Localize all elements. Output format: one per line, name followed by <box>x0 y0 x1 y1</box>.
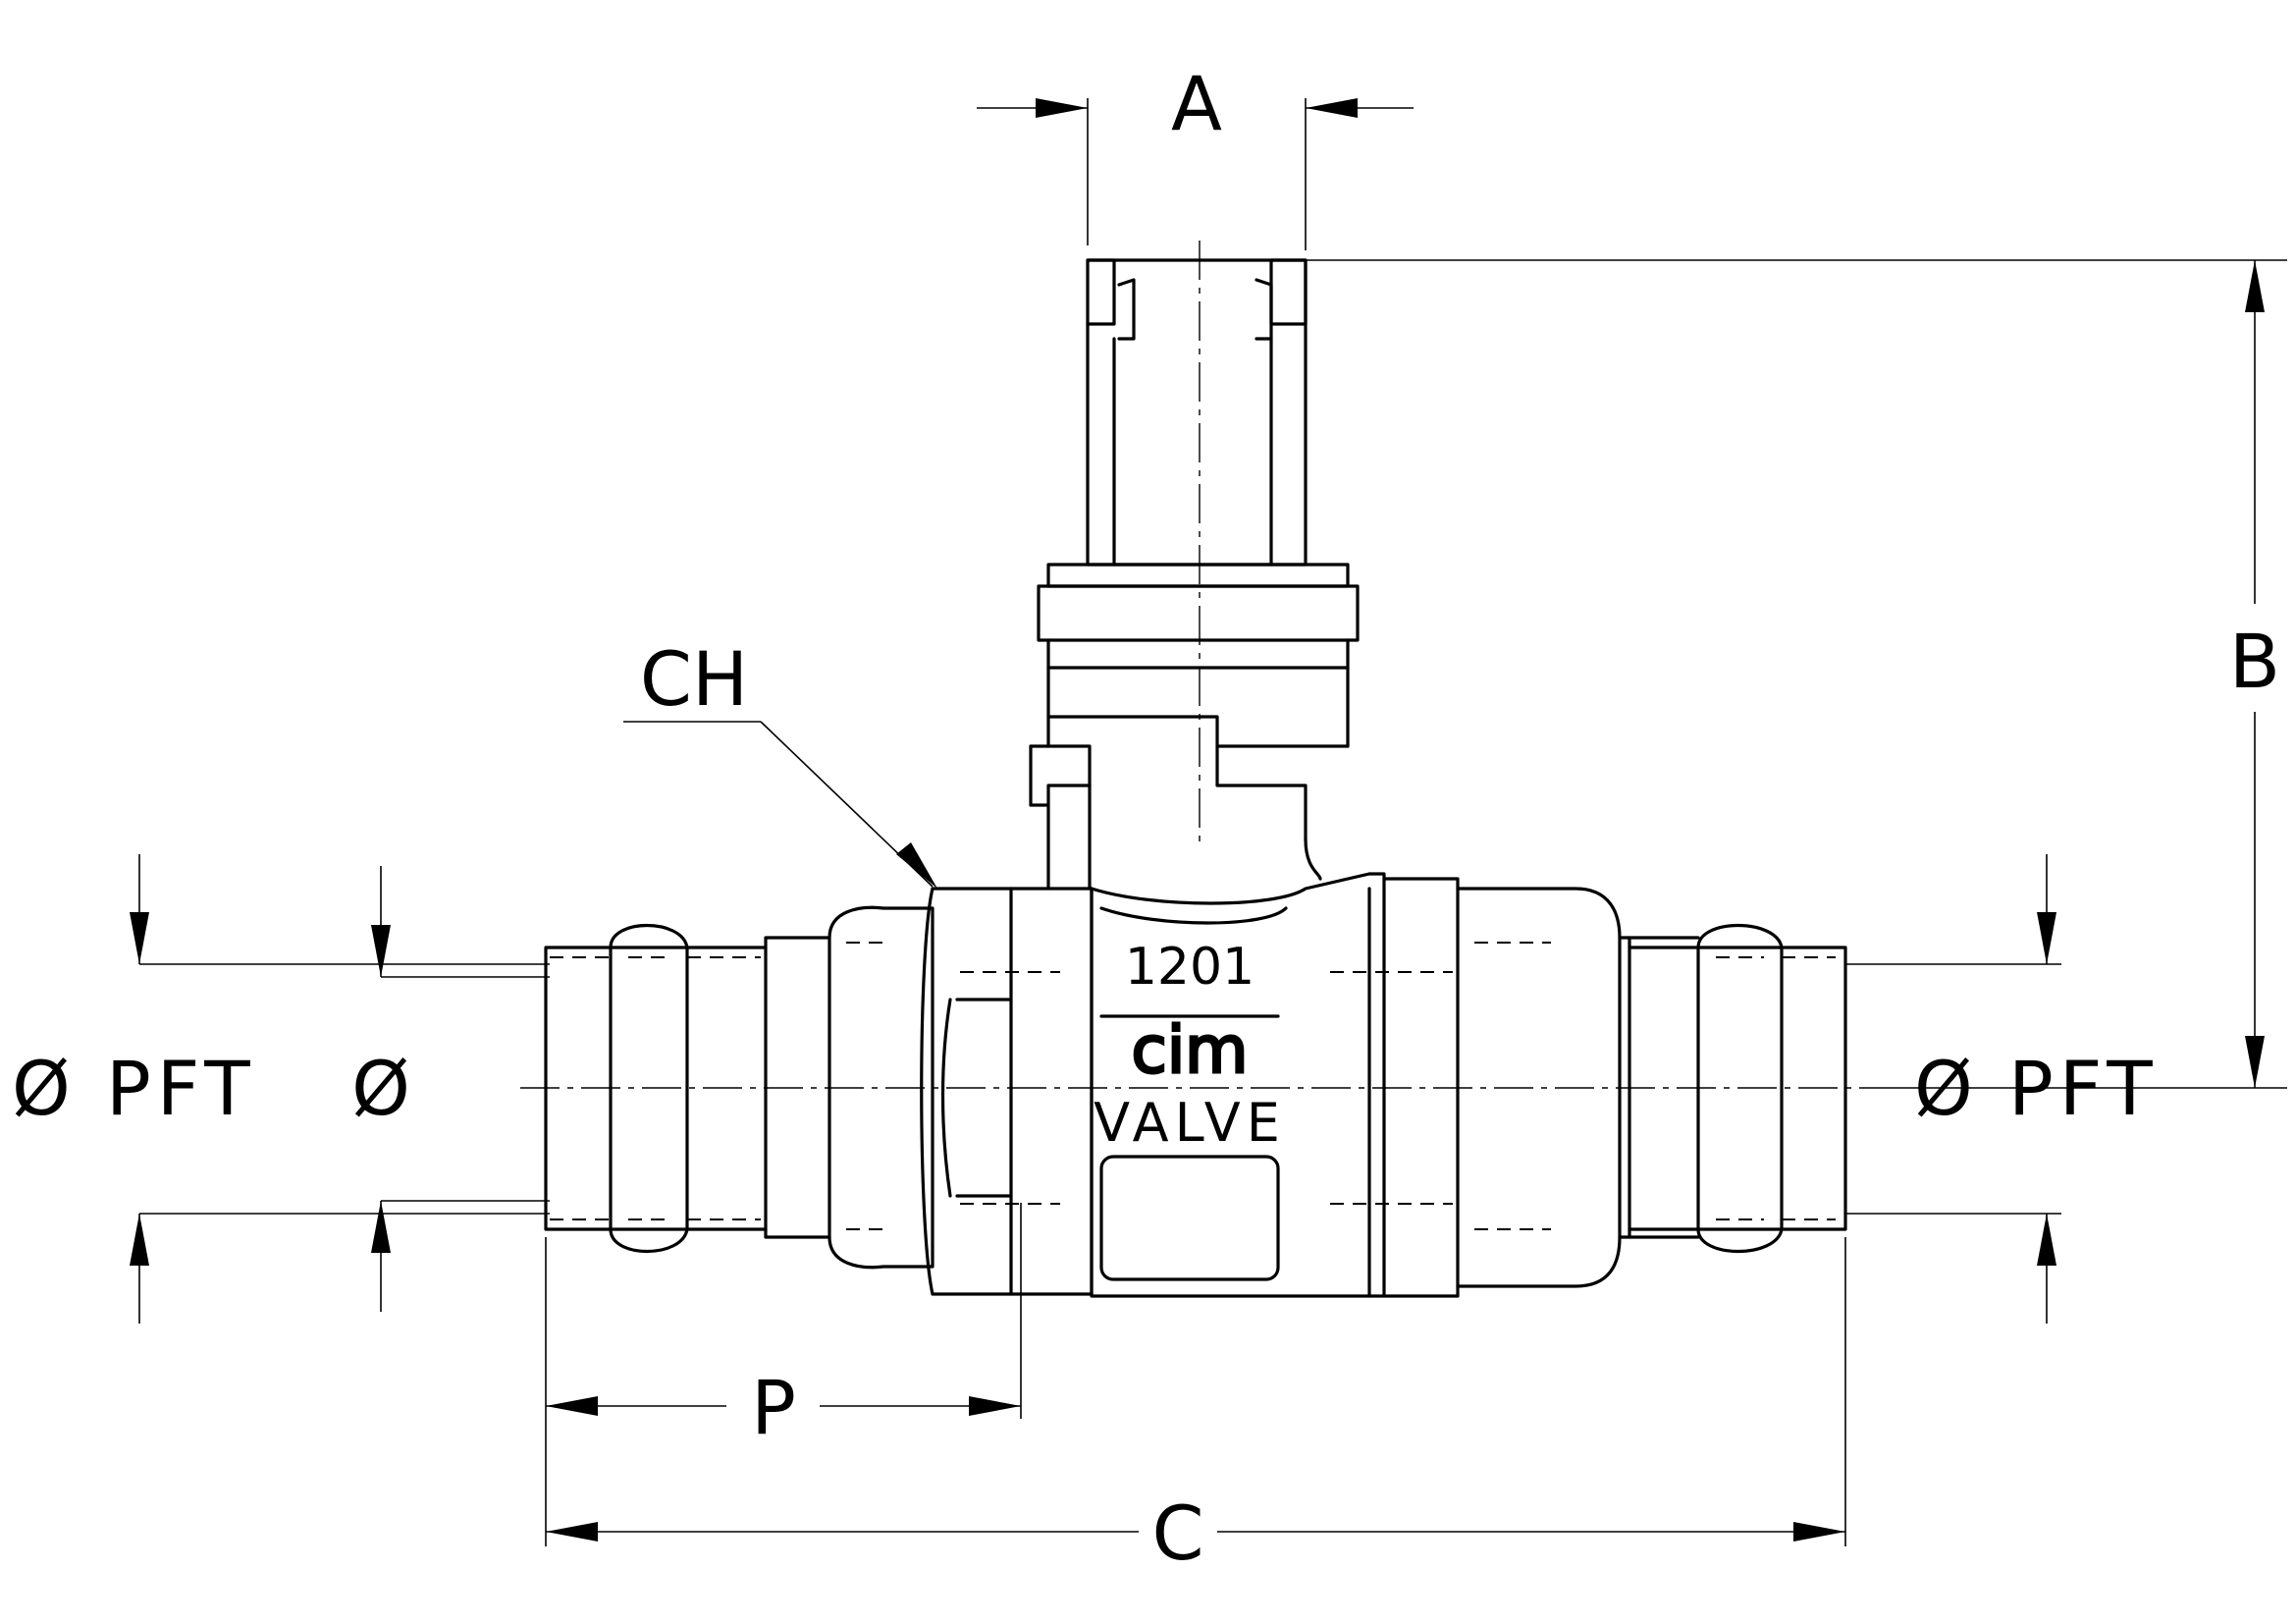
valve-word-marking: VALVE <box>1094 1092 1286 1154</box>
dimension-lines <box>130 98 2287 1546</box>
dimension-inner-diameter-label: Ø <box>351 1045 410 1132</box>
dimension-a-label: A <box>1171 60 1222 147</box>
dimension-p-label: P <box>751 1364 796 1451</box>
dimension-b-label: B <box>2229 618 2280 705</box>
dimension-pft-left-label: Ø PFT <box>12 1045 256 1132</box>
dimension-pft-right-label: Ø PFT <box>1914 1045 2159 1132</box>
brand-marking: cim <box>1132 1012 1249 1088</box>
stem-actuator <box>1029 258 1360 891</box>
dimension-ch-label: CH <box>640 635 748 723</box>
center-lines <box>520 241 1880 1089</box>
size-code-marking: 1201 <box>1125 938 1255 997</box>
body-markings: 1201 cim VALVE <box>1094 938 1286 1154</box>
dimension-c-label: C <box>1151 1489 1203 1577</box>
dimension-labels: A B C P CH Ø PFT Ø Ø PFT <box>12 60 2280 1577</box>
valve-body <box>544 872 1847 1298</box>
